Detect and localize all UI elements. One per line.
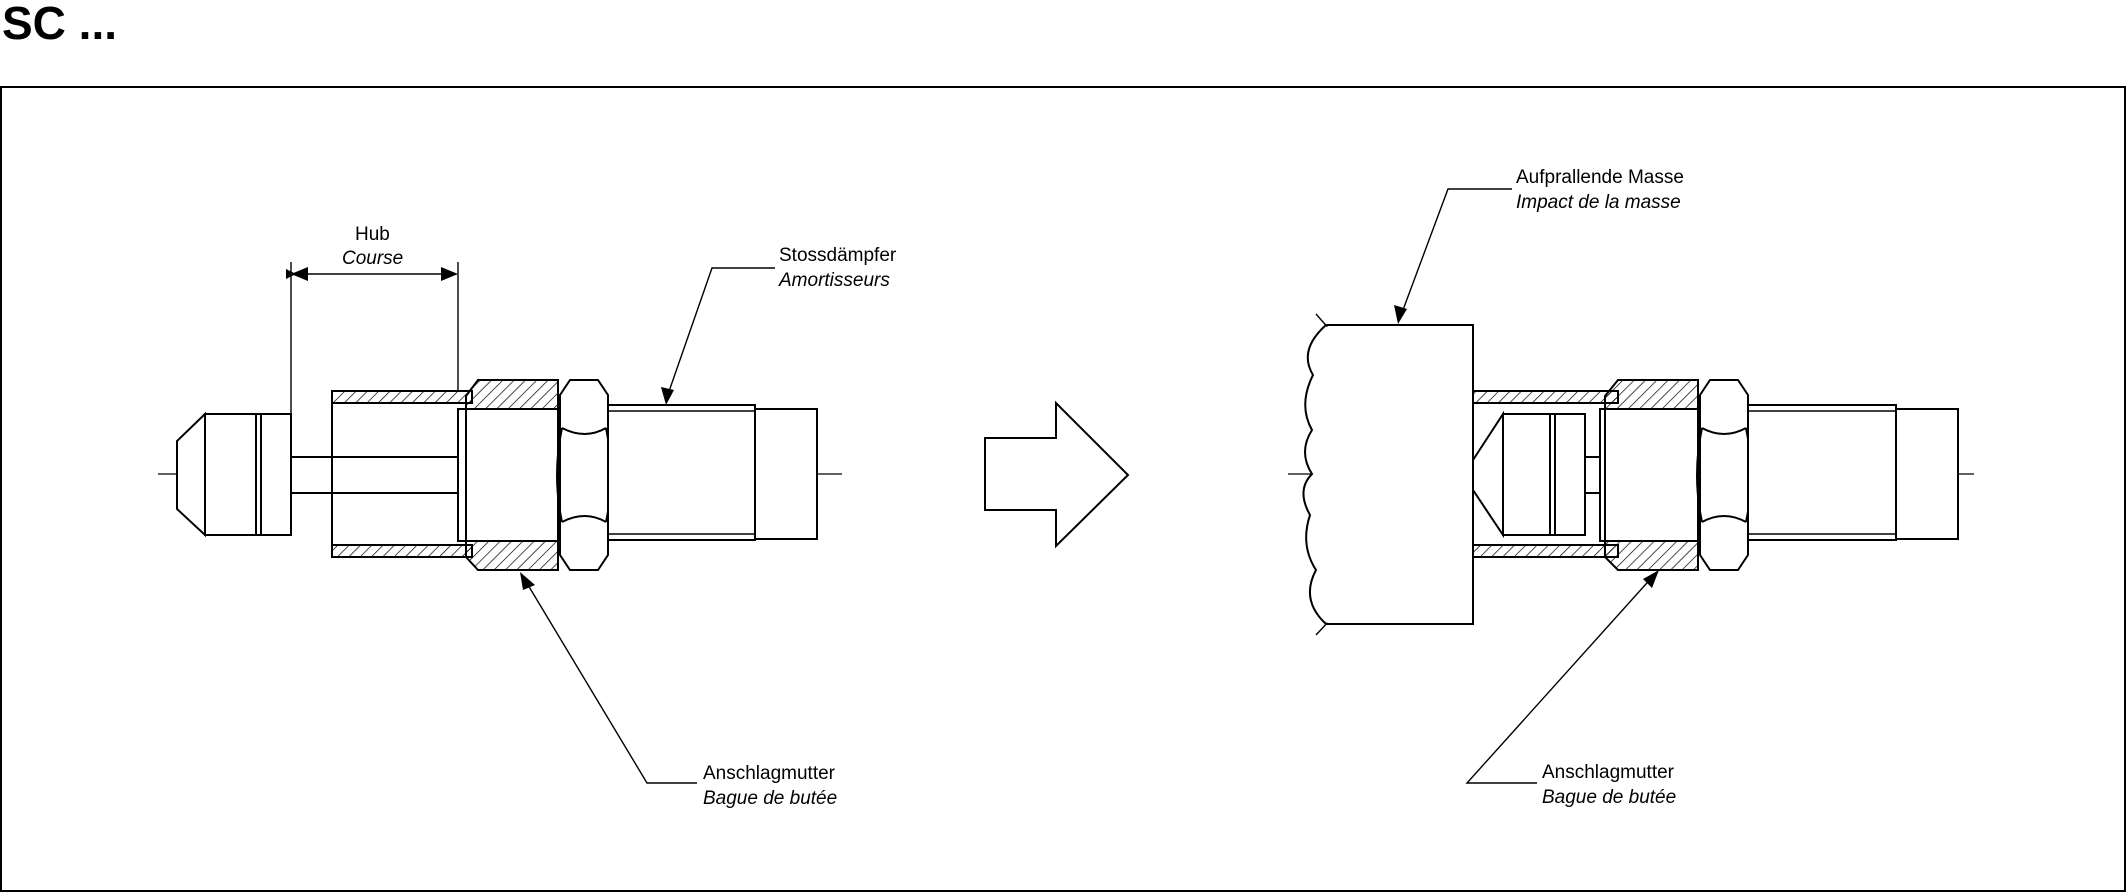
plunger-head-right [1502,413,1586,536]
stroke-label-fr: Course [342,248,403,269]
impact-mass [1302,324,1474,625]
plunger-cap [176,411,206,538]
transition-arrow-icon [984,400,1130,549]
shock-label: Stossdämpfer [779,245,897,266]
stopnut-label-right-fr: Bague de butée [1542,787,1676,808]
mass-label: Aufprallende Masse [1516,167,1684,188]
stopnut-label-left: Anschlagmutter [703,763,836,784]
threaded-body [607,404,756,541]
stopnut-label-left-fr: Bague de butée [703,788,837,809]
plunger-cap-right [1472,410,1504,539]
stop-nut-bottom [465,540,559,571]
stopnut-label-right: Anschlagmutter [1542,762,1675,783]
stroke-label: Hub [355,224,390,245]
left-view: Hub Course Stossdämpfer Amortisseurs Ans… [158,224,897,809]
stop-nut-top [465,379,559,410]
body-tube-bottom [331,544,473,558]
body-tube-top [331,390,473,404]
stop-nut-right-top [1604,379,1699,410]
plunger-head [204,413,292,536]
piston-rod [290,456,459,494]
diagram-border [0,86,2126,892]
end-cap [754,408,818,540]
right-view: Aufprallende Masse Impact de la masse An… [1288,167,1978,808]
hex-nut [559,379,609,571]
mass-label-fr: Impact de la masse [1516,192,1681,213]
page-title: SC ... [2,0,118,49]
shock-label-fr: Amortisseurs [778,270,890,291]
hex-nut-right [1699,379,1749,571]
end-cap-right [1895,408,1959,540]
stop-nut-body [457,408,559,542]
threaded-body-right [1747,404,1897,541]
stop-nut-right-bottom [1604,540,1699,571]
